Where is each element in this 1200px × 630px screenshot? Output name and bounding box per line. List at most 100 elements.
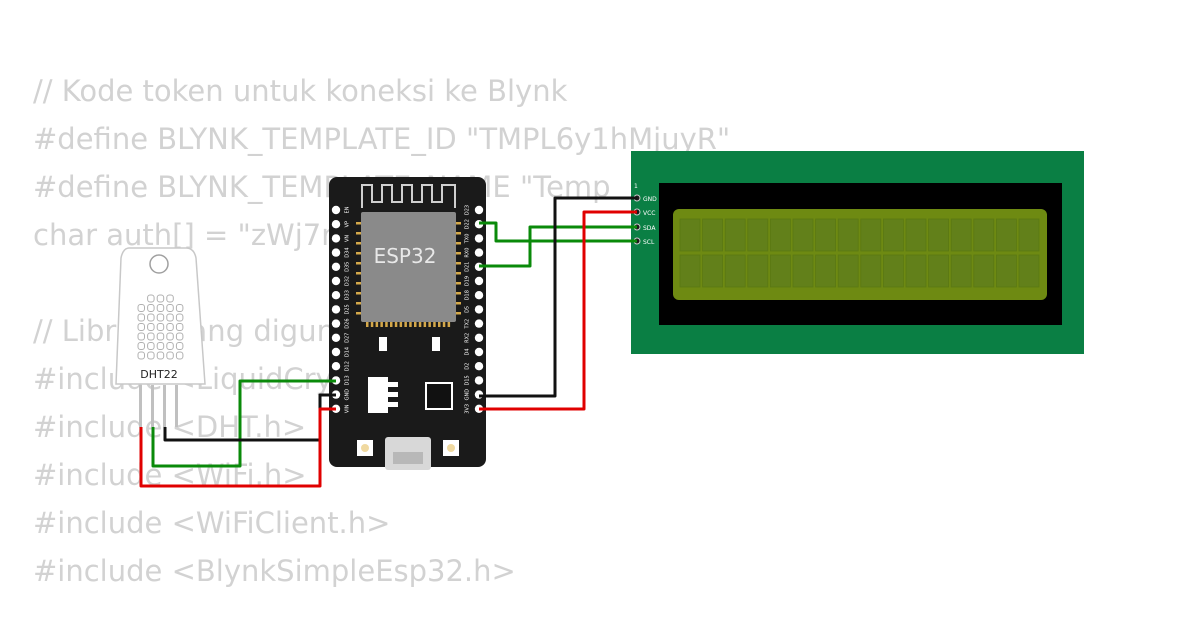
esp32-pin-vn[interactable]: [331, 234, 341, 243]
esp32-pin-d19[interactable]: [474, 276, 484, 286]
esp32-pin-d2[interactable]: [474, 362, 484, 371]
lcd-pin-label: GND: [643, 196, 657, 203]
wire-lcd-scl[interactable]: [479, 221, 637, 243]
esp32-label: ESP32: [374, 244, 437, 268]
module-pad: [418, 322, 422, 327]
dht22-vent-slot: [147, 294, 155, 303]
wire-lcd-sda[interactable]: [479, 225, 637, 268]
lcd-char-cell: [883, 254, 904, 288]
dht22-vent-slot: [166, 313, 174, 322]
esp32-board[interactable]: ESP32 ENVPVND34D35D32D33D25D26D27D14D12D…: [329, 177, 486, 470]
boot-button[interactable]: [443, 440, 459, 456]
wire-dht-vcc[interactable]: [139, 407, 336, 488]
code-line: // Kode token untuk koneksi ke Blynk: [33, 74, 568, 108]
esp32-pin-label: D14: [345, 347, 351, 357]
code-line: #include <BlynkSimpleEsp32.h>: [33, 554, 516, 588]
dht22-vent-slot: [137, 332, 145, 341]
dht22-vent-slot: [147, 304, 155, 312]
module-pad: [456, 302, 461, 305]
lcd-char-cell: [905, 218, 927, 252]
lcd-char-cell: [724, 254, 746, 288]
esp32-pin-tx0[interactable]: [474, 234, 484, 243]
dht22-vent-slot: [156, 294, 165, 303]
esp32-pin-d12[interactable]: [331, 362, 341, 371]
lcd-cells: [679, 218, 1040, 288]
lcd-char-cell: [996, 254, 1017, 288]
module-pad: [447, 322, 451, 327]
module-pad: [423, 322, 427, 327]
lcd-char-cell: [747, 254, 769, 288]
lcd-char-cell: [679, 254, 701, 288]
esp32-pin-rx2[interactable]: [474, 333, 484, 342]
code-line: char auth[] = "zWj7r: [33, 218, 334, 252]
module-pad: [356, 252, 361, 255]
wire-dht-data[interactable]: [151, 379, 336, 468]
esp32-pin-d32[interactable]: [331, 276, 341, 286]
esp32-smd-part: [432, 337, 440, 351]
esp32-module-pads: [356, 222, 461, 327]
module-pad: [356, 312, 361, 315]
module-pad: [370, 322, 374, 327]
wire-lcd-gnd[interactable]: [479, 196, 637, 398]
module-pad: [456, 272, 461, 275]
dht22-vent-slot: [166, 351, 174, 360]
esp32-pin-label: D13: [345, 375, 351, 385]
esp32-pin-vp[interactable]: [331, 220, 341, 229]
dht22-vent-slot: [166, 342, 174, 350]
module-pad: [356, 282, 361, 285]
module-pad: [456, 222, 461, 225]
esp32-pin-d27[interactable]: [331, 333, 341, 342]
esp32-pin-headers: ENVPVND34D35D32D33D25D26D27D14D12D13GNDV…: [331, 205, 484, 414]
dht22-vent-grid: [137, 294, 184, 360]
lcd-char-cell: [905, 254, 927, 288]
lcd-module[interactable]: 1 GND VCC SDA SCL: [631, 151, 1084, 354]
esp32-pin-label: TX2: [465, 319, 471, 330]
esp32-pin-label: TX0: [465, 234, 471, 245]
module-pad: [380, 322, 383, 327]
esp32-regulator-leg: [388, 392, 398, 397]
esp32-pin-d34[interactable]: [331, 248, 341, 257]
esp32-pin-d14[interactable]: [331, 347, 341, 357]
esp32-pin-d15[interactable]: [474, 376, 484, 385]
esp32-pin-d35[interactable]: [331, 262, 341, 271]
esp32-module: [361, 212, 456, 322]
dht22-lead: [175, 385, 178, 427]
module-pad: [390, 322, 393, 327]
esp32-pin-d25[interactable]: [331, 305, 341, 314]
dht22-lead: [151, 385, 154, 427]
dht22-vent-slot: [156, 304, 165, 312]
lcd-char-cell: [770, 254, 791, 288]
esp32-pin-d33[interactable]: [331, 291, 341, 300]
esp32-pin-d23[interactable]: [474, 205, 484, 215]
esp32-pin-en[interactable]: [331, 205, 341, 215]
esp32-pin-label: VN: [345, 235, 351, 242]
module-pad: [356, 272, 361, 275]
module-pad: [394, 322, 398, 327]
esp32-pin-d18[interactable]: [474, 291, 484, 300]
esp32-pin-label: D4: [465, 348, 471, 355]
module-pad: [456, 232, 461, 235]
module-pad: [356, 232, 361, 235]
esp32-pin-rx0[interactable]: [474, 248, 484, 257]
lcd-char-cell: [837, 218, 859, 252]
esp32-pin-label: EN: [345, 206, 351, 213]
lcd-char-cell: [950, 254, 972, 288]
esp32-pin-d26[interactable]: [331, 319, 341, 328]
esp32-pin-tx2[interactable]: [474, 319, 484, 328]
dht22-vent-slot: [175, 342, 184, 350]
lcd-char-cell: [860, 254, 882, 288]
esp32-pin-d4[interactable]: [474, 347, 484, 357]
dht22-vent-slot: [147, 313, 155, 322]
module-pad: [356, 302, 361, 305]
dht22-vent-slot: [175, 323, 184, 331]
wire-lcd-vcc[interactable]: [479, 210, 637, 411]
esp32-regulator-leg: [388, 382, 398, 387]
dht22-sensor[interactable]: DHT22: [115, 247, 206, 427]
dht22-vent-slot: [137, 304, 145, 312]
dht22-vent-slot: [175, 304, 184, 312]
lcd-char-cell: [792, 254, 814, 288]
wire-dht-gnd[interactable]: [163, 393, 336, 442]
esp32-pin-d5[interactable]: [474, 305, 484, 314]
en-button[interactable]: [357, 440, 373, 456]
button-cap: [361, 444, 369, 452]
